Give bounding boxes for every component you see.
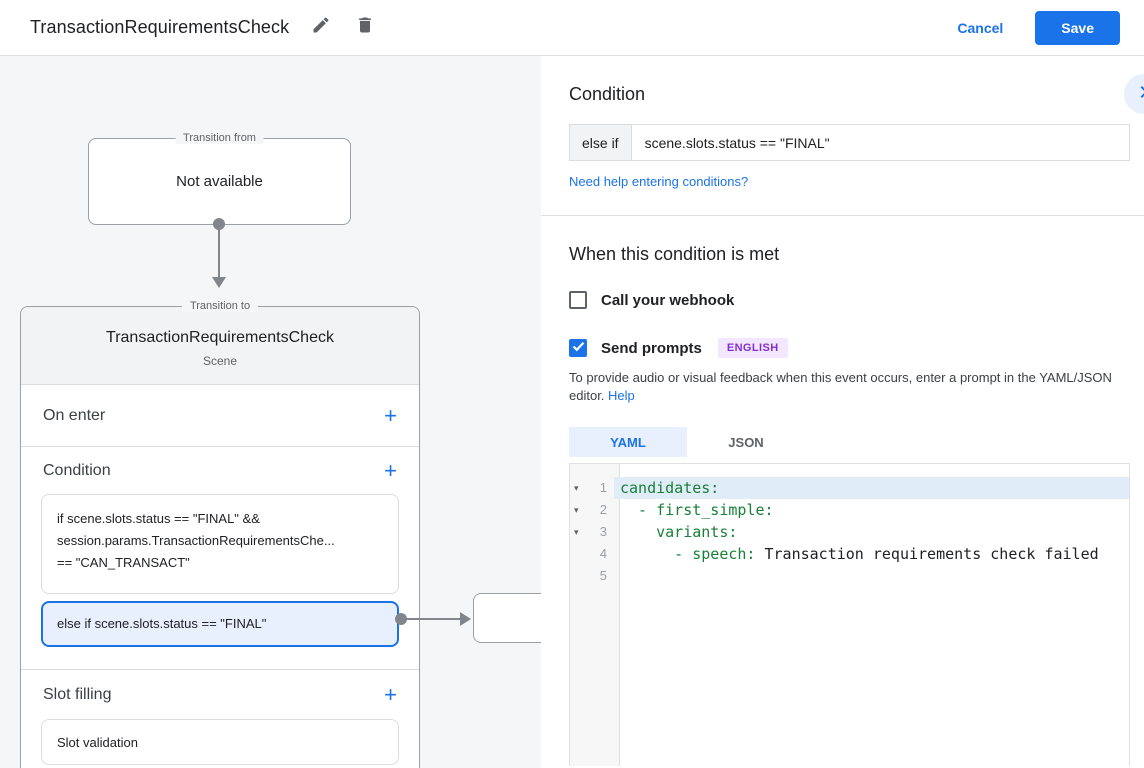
connector-line [218,226,220,278]
arrow-down-icon [212,277,226,288]
plus-icon: + [384,457,397,483]
slot-filling-section: Slot filling + Slot validation Transacti… [21,670,419,768]
page-title: TransactionRequirementsCheck [30,17,290,37]
code-line-1[interactable]: ▾ 1 candidates: [570,477,1129,499]
chevron-right-icon [1132,80,1144,109]
arrow-right-icon [460,612,471,626]
condition-section: Condition + if scene.slots.status == "FI… [21,447,419,670]
add-on-enter-button[interactable]: + [384,402,397,428]
line-number: 5 [599,568,607,583]
on-enter-title: On enter [43,406,106,424]
slot-label: Slot validation [57,734,138,750]
yaml-key: variants: [620,523,738,541]
code-line-5[interactable]: 5 [570,565,1129,587]
prompt-description: To provide audio or visual feedback when… [569,369,1130,405]
on-enter-section: On enter + [21,385,419,447]
yaml-value: Transaction requirements check failed [755,545,1099,563]
condition-item-1[interactable]: if scene.slots.status == "FINAL" && sess… [41,494,399,594]
condition-panel-title: Condition [569,84,646,104]
condition-help-link[interactable]: Need help entering conditions? [569,174,749,189]
slot-filling-title: Slot filling [43,685,112,703]
editor-format-tabs: YAML JSON [569,427,1130,457]
fold-spacer [570,565,586,587]
cancel-button[interactable]: Cancel [957,19,1004,36]
send-prompts-label: Send prompts [601,339,702,357]
add-slot-button[interactable]: + [384,681,397,707]
code-line-3[interactable]: ▾ 3 variants: [570,521,1129,543]
fold-arrow-icon[interactable]: ▾ [574,483,579,493]
collapse-panel-button[interactable] [1124,74,1144,114]
condition-expression-input[interactable] [630,124,1130,161]
scene-name: TransactionRequirementsCheck [106,329,334,346]
webhook-label: Call your webhook [601,291,735,309]
connector-dot [395,613,407,625]
editor-gutter [570,464,620,766]
slot-item-validation[interactable]: Slot validation [41,719,399,765]
condition-detail-panel: Condition else if Need help entering con… [541,56,1144,768]
fold-spacer [570,543,586,565]
code-line-2[interactable]: ▾ 2 - first_simple: [570,499,1129,521]
checkmark-icon [572,339,585,357]
send-prompts-checkbox[interactable] [569,339,587,357]
prompt-description-text: To provide audio or visual feedback when… [569,370,1112,403]
condition-prefix: else if [569,124,631,161]
condition-line: == "CAN_TRANSACT" [57,555,190,570]
delete-button[interactable] [353,16,377,40]
yaml-key: candidates: [620,479,720,497]
condition-item-2-selected[interactable]: else if scene.slots.status == "FINAL" [41,601,399,647]
when-met-section: When this condition is met Call your web… [541,216,1144,766]
transition-to-card: Transition to TransactionRequirementsChe… [20,300,420,768]
transition-from-label: Transition from [175,132,264,144]
condition-editor-section: Condition else if Need help entering con… [541,56,1144,216]
webhook-row: Call your webhook [569,291,1130,309]
condition-section-title: Condition [43,461,111,479]
transition-to-label: Transition to [181,300,259,312]
send-prompts-row: Send prompts ENGLISH [569,338,1130,358]
tab-yaml[interactable]: YAML [569,427,687,457]
transition-from-value: Not available [176,173,263,190]
yaml-code-editor[interactable]: ▾ 1 candidates: ▾ 2 - first_simple: ▾ 3 … [569,463,1130,766]
transition-from-box: Transition from Not available [88,132,351,225]
help-link[interactable]: Help [608,388,635,403]
save-button[interactable]: Save [1035,10,1120,45]
yaml-key: - first_simple: [620,501,774,519]
language-badge: ENGLISH [717,338,788,358]
trash-icon [355,15,375,40]
fold-arrow-icon[interactable]: ▾ [574,505,579,515]
yaml-key: - speech: [620,545,756,563]
tab-json[interactable]: JSON [728,434,764,450]
line-number: 2 [599,502,607,517]
pencil-icon [311,15,331,40]
line-number: 1 [599,480,607,495]
plus-icon: + [384,681,397,707]
webhook-checkbox[interactable] [569,291,587,309]
scene-flow-canvas: Transition from Not available Transition… [0,56,541,768]
transition-target-box[interactable] [473,593,541,643]
add-condition-button[interactable]: + [384,457,397,483]
top-bar: TransactionRequirementsCheck Cancel Save [0,0,1144,56]
condition-line: if scene.slots.status == "FINAL" && [57,511,260,526]
code-line-4[interactable]: 4 - speech: Transaction requirements che… [570,543,1129,565]
condition-line: else if scene.slots.status == "FINAL" [57,616,267,631]
edit-button[interactable] [309,16,333,40]
connector-line [404,618,462,620]
scene-card-header[interactable]: TransactionRequirementsCheck Scene [21,307,419,385]
condition-line: session.params.TransactionRequirementsCh… [57,533,335,548]
plus-icon: + [384,402,397,428]
line-number: 3 [599,524,607,539]
scene-type: Scene [202,354,238,368]
fold-arrow-icon[interactable]: ▾ [574,527,579,537]
when-met-title: When this condition is met [569,244,780,264]
line-number: 4 [599,546,607,561]
connector-dot [213,218,225,230]
